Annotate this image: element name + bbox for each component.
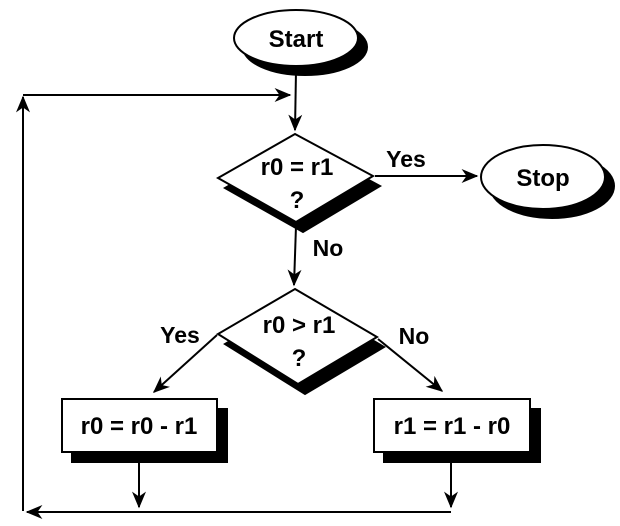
node-process-r0: r0 = r0 - r1 (61, 398, 228, 463)
edge-decision1-no-to-decision2 (287, 225, 302, 287)
decision2-label: r0 > r1 (263, 312, 336, 339)
edge-decision2-no-to-process-right (377, 338, 444, 392)
node-process-r1: r1 = r1 - r0 (373, 398, 541, 463)
decision2-diamond (216, 287, 379, 386)
decision1-no-label: No (313, 235, 344, 261)
node-start: Start (233, 9, 368, 76)
start-oval (233, 9, 359, 67)
node-decision-r0-gt-r1: r0 > r1 ? (216, 287, 386, 396)
process-left-box (61, 398, 218, 453)
decision2-no-label: No (399, 323, 430, 349)
node-stop: Stop (480, 144, 615, 219)
decision1-diamond (215, 132, 376, 224)
start-label: Start (269, 26, 324, 53)
edge-start-to-decision1 (288, 70, 303, 132)
decision1-question-mark: ? (290, 187, 305, 214)
process-left-label: r0 = r0 - r1 (81, 413, 198, 440)
stop-label: Stop (516, 165, 569, 192)
node-decision-r0-eq-r1: r0 = r1 ? (215, 132, 383, 234)
decision1-label: r0 = r1 (261, 154, 334, 181)
stop-oval (480, 144, 606, 210)
decision2-yes-label: Yes (160, 322, 200, 348)
edge-decision2-yes-to-process-left (152, 334, 218, 393)
decision2-question-mark: ? (292, 345, 307, 372)
decision1-yes-label: Yes (386, 146, 426, 172)
process-right-box (373, 398, 531, 453)
process-right-label: r1 = r1 - r0 (394, 413, 511, 440)
